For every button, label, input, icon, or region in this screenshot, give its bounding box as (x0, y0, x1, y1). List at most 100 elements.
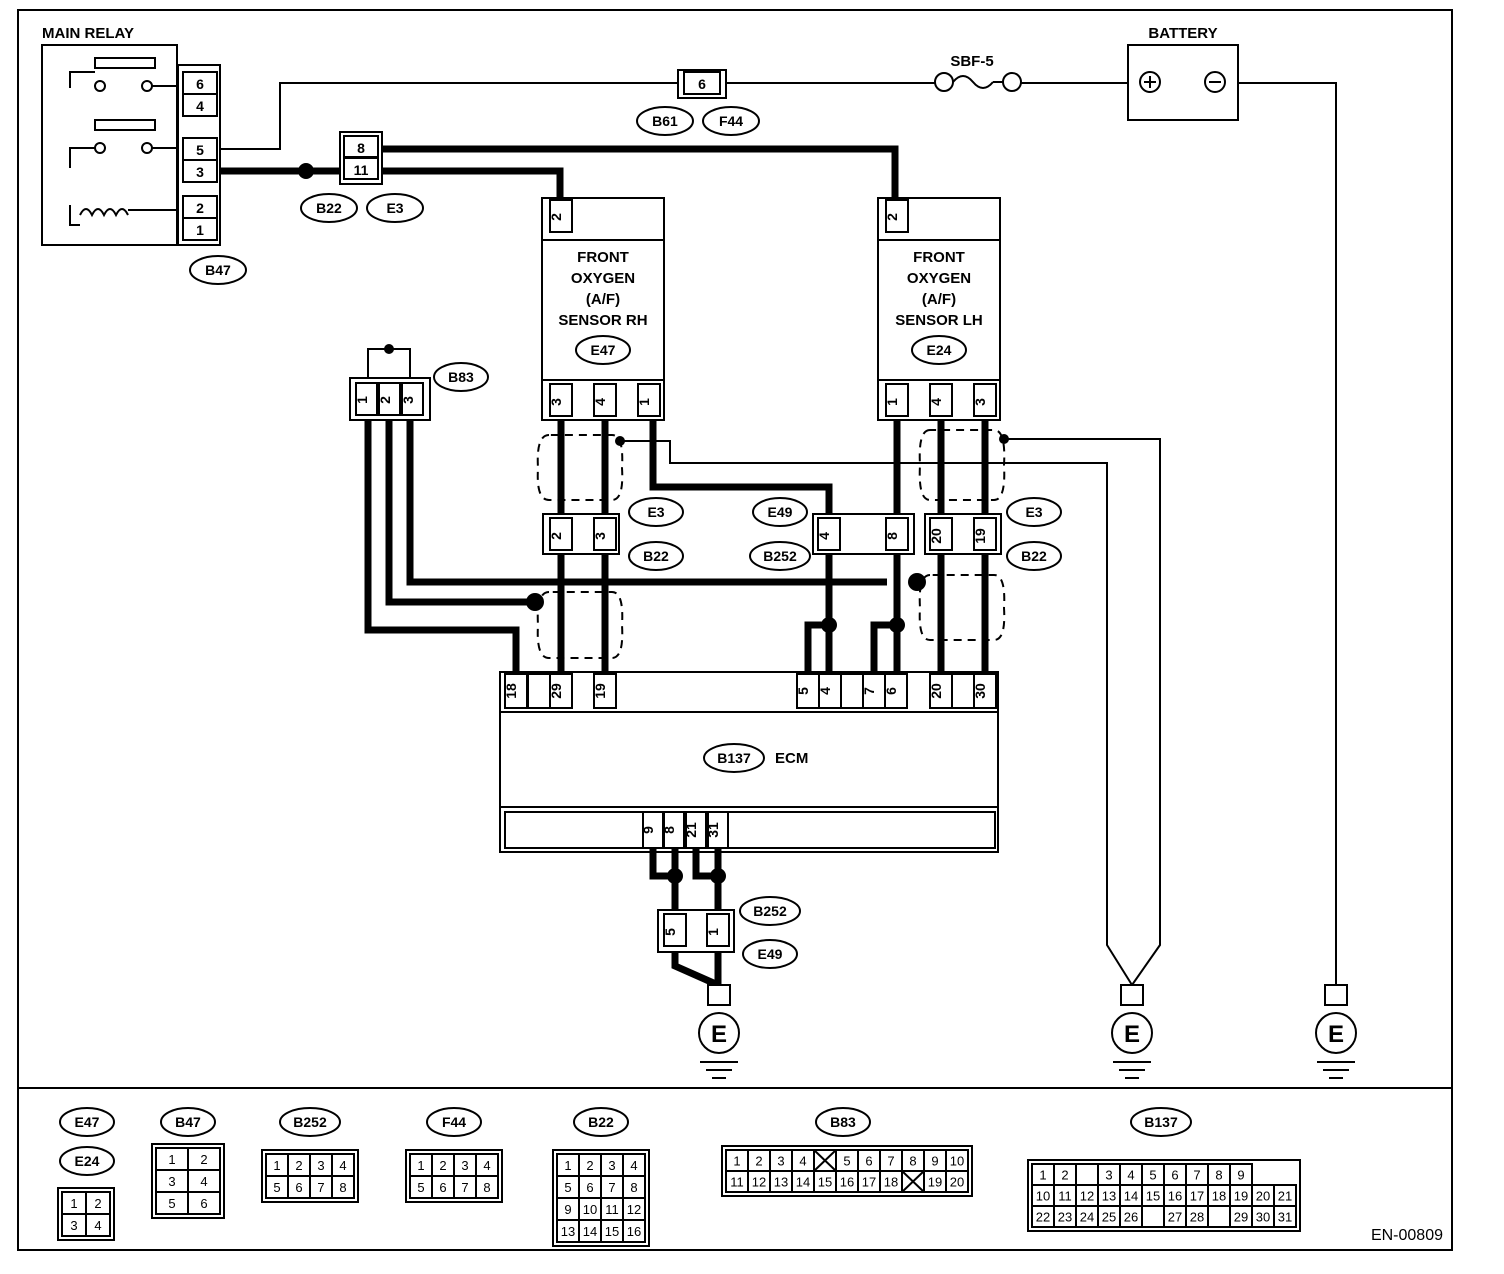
connector-label-f44: F44 (719, 113, 743, 129)
legend-pin-number: 9 (1237, 1168, 1244, 1183)
rh-mid-connector: 2 3 E3 B22 (542, 497, 684, 571)
legend-pin-number: 2 (439, 1158, 446, 1173)
legend-pin-number: 4 (483, 1158, 490, 1173)
legend-label-b47: B47 (175, 1114, 201, 1130)
legend-label-b137: B137 (1144, 1114, 1178, 1130)
diagram-frame (17, 9, 1453, 1251)
legend-label-f44: F44 (442, 1114, 466, 1130)
b83-pin: 2 (377, 396, 393, 404)
legend-pin-number: 8 (339, 1180, 346, 1195)
legend-pin-number: 2 (295, 1158, 302, 1173)
legend-pin-number: 5 (273, 1180, 280, 1195)
ecm-connector: B137 (717, 750, 751, 766)
sensor-rh-line2: OXYGEN (571, 270, 635, 287)
legend-pin-number: 7 (461, 1180, 468, 1195)
legend-pin-number: 7 (317, 1180, 324, 1195)
b83-label: B83 (448, 369, 474, 385)
ground-joint-label-b252: B252 (753, 903, 787, 919)
legend-pin-number: 6 (200, 1196, 207, 1211)
legend-pin-number: 1 (417, 1158, 424, 1173)
sensor-lh-line2: OXYGEN (907, 270, 971, 287)
legend-pin-number: 11 (605, 1202, 619, 1217)
relay-pin: 6 (196, 76, 204, 92)
connector-label: B22 (316, 200, 342, 216)
legend-pin-number: 8 (630, 1180, 637, 1195)
legend-pin-number: 13 (1102, 1189, 1116, 1204)
legend-pin-number: 4 (94, 1218, 101, 1233)
legend-pin-number: 10 (1036, 1189, 1050, 1204)
ground-symbol-shield: E (1111, 984, 1153, 1079)
sensor-rh-pin: 1 (636, 398, 652, 406)
legend-pin-number: 15 (818, 1175, 832, 1190)
ecm-bottom-pin: 31 (705, 822, 721, 838)
legend-pin-number: 2 (1061, 1168, 1068, 1183)
legend-pin-cell (1207, 1205, 1231, 1228)
splice-point (821, 617, 837, 633)
sensor-rh-top-pin: 2 (548, 213, 564, 221)
legend-pin-number: 15 (605, 1224, 619, 1239)
main-relay-label: MAIN RELAY (42, 25, 134, 42)
legend-pin-number: 3 (1105, 1168, 1112, 1183)
legend-pin-number: 29 (1234, 1210, 1248, 1225)
ecm-pin: 20 (928, 683, 944, 699)
legend-pin-number: 10 (950, 1154, 964, 1169)
legend-pin-number: 2 (755, 1154, 762, 1169)
ground-label: E (1328, 1021, 1344, 1048)
fuse-connector: 6 B61 F44 (636, 69, 760, 136)
ground-joint-pin: 1 (705, 928, 721, 936)
legend-pin-cell (622, 1219, 646, 1243)
legend-pin-number: 6 (295, 1180, 302, 1195)
wire-ground-joint-5 (671, 952, 720, 989)
legend-pin-number: 8 (1215, 1168, 1222, 1183)
legend-pin-number: 31 (1278, 1210, 1292, 1225)
legend-pin-number: 1 (273, 1158, 280, 1173)
legend-pin-number: 17 (1190, 1189, 1204, 1204)
sensor-rh-line1: FRONT (577, 249, 629, 266)
legend-pin-number: 11 (1058, 1189, 1072, 1204)
legend-pin-number: 14 (1124, 1189, 1138, 1204)
rh-mid-pin: 3 (592, 532, 608, 540)
lh-mid-pin: 19 (972, 528, 988, 544)
legend-pin-number: 28 (1190, 1210, 1204, 1225)
legend-pin-number: 4 (799, 1154, 806, 1169)
sensor-lh-line1: FRONT (913, 249, 965, 266)
legend-pin-number: 2 (94, 1196, 101, 1211)
ground-symbol-ecm: E (698, 984, 740, 1079)
legend-pin-number: 6 (586, 1180, 593, 1195)
legend-pin-number: 1 (564, 1158, 571, 1173)
b83-pin: 3 (400, 396, 416, 404)
legend-pin-cell (945, 1170, 969, 1193)
sensor-rh-pin: 4 (592, 398, 608, 406)
ecm-pin: 4 (817, 687, 833, 695)
relay-pin: 1 (196, 222, 204, 238)
center-mid-pin: 8 (884, 532, 900, 540)
rh-mid-label-e3: E3 (647, 504, 664, 520)
legend-pin-number: 1 (733, 1154, 740, 1169)
ground-joint-connector: 5 1 B252 E49 (657, 896, 801, 969)
sensor-lh-pin: 1 (884, 398, 900, 406)
legend-pin-number: 6 (439, 1180, 446, 1195)
splice-point (667, 868, 683, 884)
legend-pin-number: 6 (865, 1154, 872, 1169)
legend-pin-number: 26 (1124, 1210, 1138, 1225)
legend-pin-number: 25 (1102, 1210, 1116, 1225)
ecm-pin: 19 (592, 683, 608, 699)
ecm-bottom-pin: 9 (640, 826, 656, 834)
legend-pin-cell (475, 1175, 499, 1199)
wire-relay-to-fuse-connector (220, 82, 678, 150)
sensor-lh-pin: 3 (972, 398, 988, 406)
shield-rh-lower (536, 591, 624, 659)
ecm-pin: 7 (861, 687, 877, 695)
legend-pin-number: 5 (168, 1196, 175, 1211)
battery-label: BATTERY (1148, 25, 1217, 42)
sensor-rh-line4: SENSOR RH (558, 312, 647, 329)
sensor-rh-line3: (A/F) (586, 291, 620, 308)
legend-pin-number: 17 (862, 1175, 876, 1190)
legend-pin-number: 20 (1256, 1189, 1270, 1204)
joint-pin: 11 (354, 162, 369, 178)
center-mid-connector: 4 8 E49 B252 (749, 497, 915, 571)
ecm-bottom-pin: 21 (683, 822, 699, 838)
ground-label: E (711, 1021, 727, 1048)
